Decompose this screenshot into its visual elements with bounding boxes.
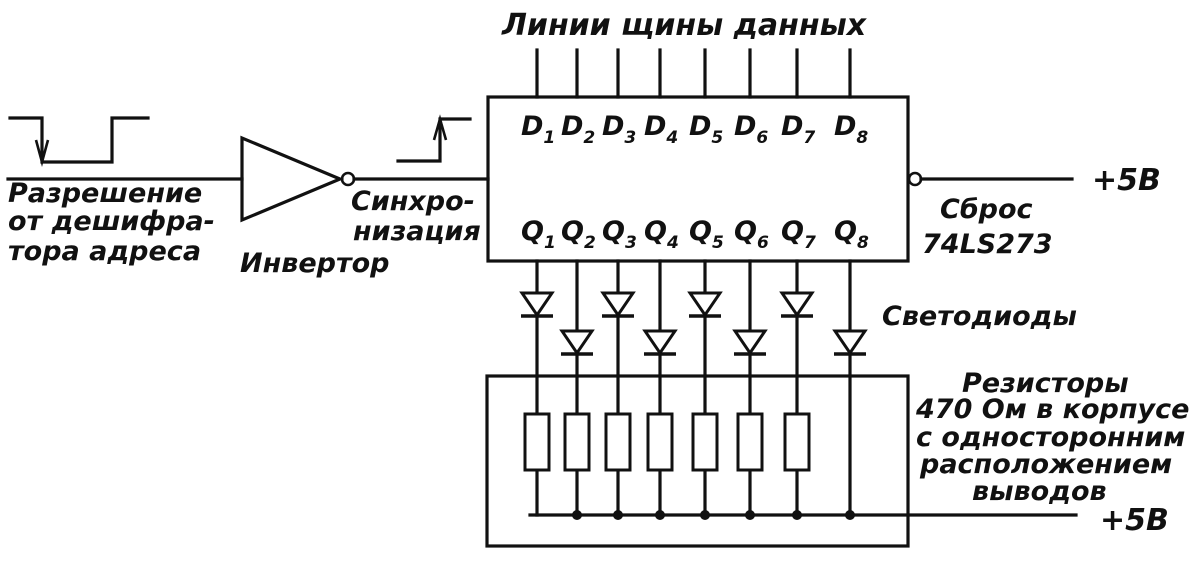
pin-label-q8: Q8: [834, 216, 869, 253]
junction-dot-2: [572, 510, 582, 520]
leds-label: Светодиоды: [882, 301, 1077, 332]
data-bus-title: Линии щины данных: [501, 8, 868, 43]
sync-pulse-arrow: [432, 114, 448, 141]
pin-label-d4: D4: [644, 111, 678, 148]
sync-label-line1: Синхро-: [351, 186, 475, 217]
led-array: [519, 291, 868, 356]
junction-dot-7: [792, 510, 802, 520]
pin-label-q2: Q2: [561, 216, 596, 253]
enable-pulse-waveform: [8, 116, 150, 164]
pin-label-q1: Q1: [521, 216, 556, 253]
pin-label-d8: D8: [834, 111, 868, 148]
enable-label-line1: Разрешение: [8, 178, 202, 209]
resistor-2: [563, 412, 591, 472]
sync-pulse-waveform: [396, 117, 472, 163]
enable-label-line2: от дешифра-: [8, 206, 215, 237]
junction-dot-6: [745, 510, 755, 520]
pin-label-q6: Q6: [734, 216, 769, 253]
pin-label-d6: D6: [734, 111, 768, 148]
led-3: [600, 291, 636, 318]
pin-label-d3: D3: [602, 111, 636, 148]
led-4: [642, 329, 678, 356]
bus-junctions: [572, 510, 855, 520]
junction-dot-3: [613, 510, 623, 520]
junction-dot-4: [655, 510, 665, 520]
pin-label-d1: D1: [521, 111, 555, 148]
resistor-array: [523, 412, 811, 472]
resistors-label-line3: с односторонним: [916, 422, 1185, 453]
enable-pulse-arrow: [34, 139, 50, 167]
resistors-label-line1: Резисторы: [962, 368, 1129, 399]
pin-label-d5: D5: [689, 111, 723, 148]
chip-name-label: 74LS273: [922, 229, 1053, 260]
inverter-triangle: [240, 135, 345, 223]
pin-label-d2: D2: [561, 111, 595, 148]
junction-dot-8: [845, 510, 855, 520]
resistor-5: [691, 412, 719, 472]
resistors-label-line4: расположением: [919, 449, 1172, 480]
led-5: [687, 291, 723, 318]
sync-label-line2: низация: [353, 216, 481, 247]
reset-label: Сброс: [940, 194, 1033, 225]
led-6: [732, 329, 768, 356]
resistor-package: [485, 374, 910, 548]
led-1: [519, 291, 555, 318]
pin-label-q7: Q7: [781, 216, 816, 253]
pin-label-q3: Q3: [602, 216, 637, 253]
pin-label-d7: D7: [781, 111, 815, 148]
reset-bubble: [907, 171, 923, 187]
led-7: [779, 291, 815, 318]
resistor-3: [604, 412, 632, 472]
resistor-1: [523, 412, 551, 472]
led-2: [559, 329, 595, 356]
resistor-6: [736, 412, 764, 472]
pin-label-q5: Q5: [689, 216, 724, 253]
resistor-7: [783, 412, 811, 472]
junction-dot-5: [700, 510, 710, 520]
data-bus-lines: [535, 48, 852, 99]
resistors-label-line5: выводов: [972, 476, 1107, 507]
resistors-label-line2: 470 Ом в корпусе: [915, 394, 1189, 425]
pin-label-q4: Q4: [644, 216, 679, 253]
led-8: [832, 329, 868, 356]
vcc-bottom-label: +5В: [1100, 503, 1169, 538]
vcc-top-label: +5В: [1092, 163, 1161, 198]
inverter-label: Инвертор: [240, 248, 390, 279]
enable-label-line3: тора адреса: [8, 236, 201, 267]
resistor-4: [646, 412, 674, 472]
